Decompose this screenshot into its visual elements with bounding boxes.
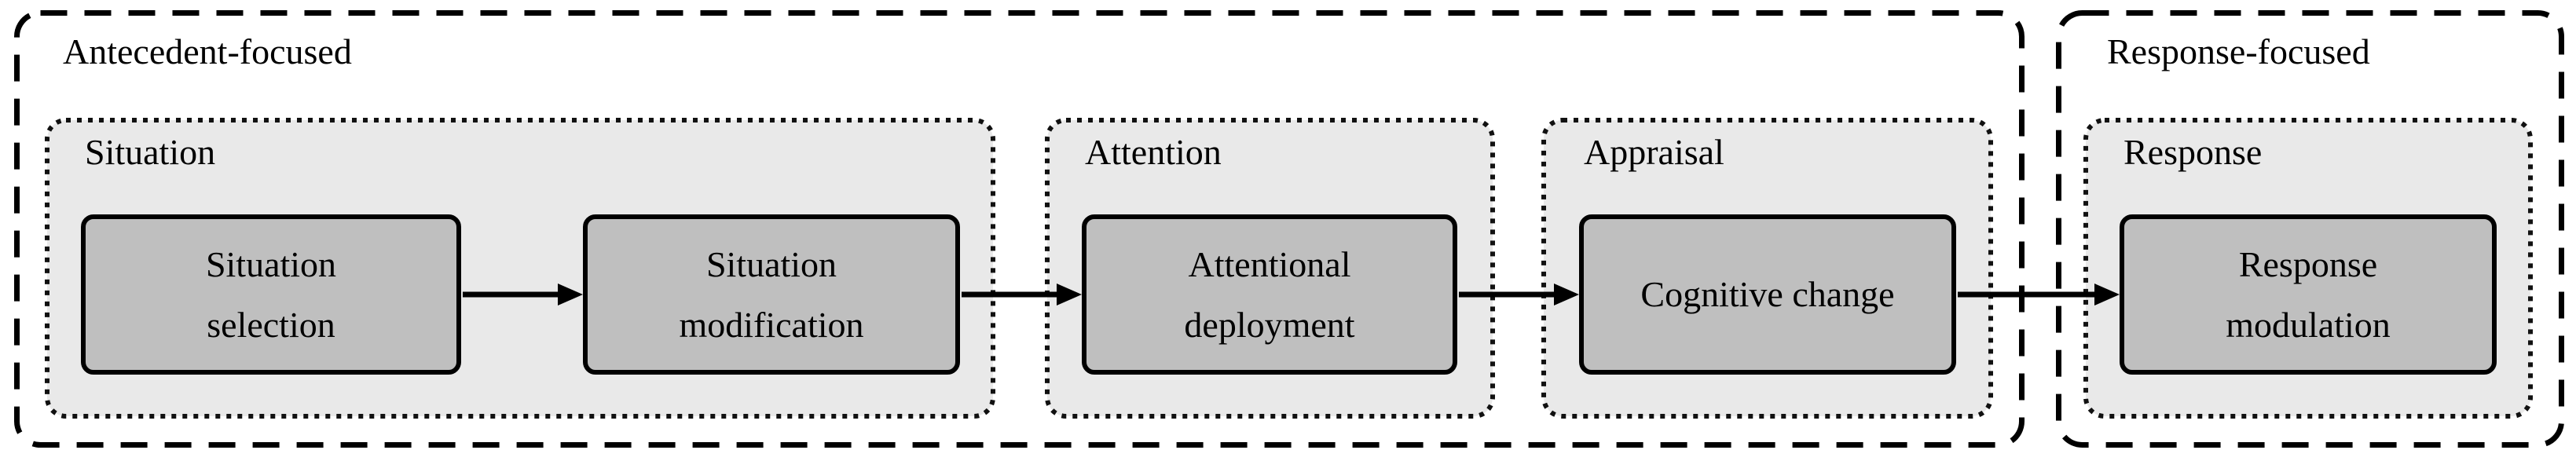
arrow-modification-to-deployment [962,284,1082,306]
situation-stage-label: Situation [85,132,216,172]
antecedent-focused-label: Antecedent-focused [63,31,352,71]
response-focused-container [2056,10,2564,448]
appraisal-stage-label: Appraisal [1584,132,1724,172]
situation-selection-box: Situation selection [81,214,461,375]
antecedent-focused-container [14,10,2025,448]
cognitive-change-box: Cognitive change [1579,214,1956,375]
response-focused-label: Response-focused [2107,31,2370,71]
arrow-cognitive-change-to-modulation [1958,284,2120,306]
attention-stage-label: Attention [1085,132,1222,172]
attentional-deployment-box: Attentional deployment [1082,214,1457,375]
arrow-selection-to-modification [463,284,583,306]
response-modulation-box: Response modulation [2120,214,2497,375]
response-stage-label: Response [2123,132,2263,172]
arrow-deployment-to-cognitive-change [1459,284,1579,306]
situation-modification-box: Situation modification [583,214,960,375]
